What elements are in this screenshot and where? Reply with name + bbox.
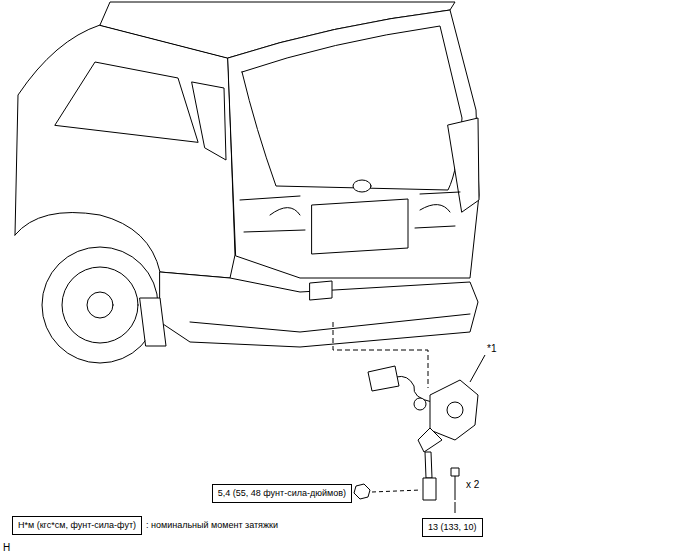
- link-rod: [425, 452, 432, 478]
- vehicle-body: [15, 2, 479, 363]
- box-text: 5,4 (55, 48 фунт-сила-дюймов): [218, 488, 346, 499]
- mud-flap: [140, 298, 166, 346]
- callout-leader: [470, 355, 485, 382]
- nut: [354, 484, 370, 499]
- tail-light: [448, 118, 479, 212]
- bolt-head: [451, 468, 459, 476]
- cutaway-frame: [240, 192, 460, 232]
- bumper-line: [190, 314, 470, 332]
- torque-box: 5,4 (55, 48 фунт-сила-дюймов): [212, 484, 352, 503]
- tow-hitch: [310, 281, 332, 300]
- legend-text: : номинальный момент затяжки: [146, 519, 278, 531]
- side-window: [55, 62, 198, 142]
- callout-number: *1: [487, 343, 496, 355]
- quantity-label: x 2: [466, 479, 479, 491]
- emblem: [353, 180, 371, 192]
- height-sensor: [354, 366, 478, 500]
- bolt-leader: [455, 502, 456, 513]
- sensor-wire: [396, 376, 432, 402]
- figure-code: H: [3, 542, 10, 554]
- sensor-shaft: [447, 402, 463, 418]
- sensor-arm: [418, 428, 442, 452]
- bolt-shaft: [455, 476, 456, 500]
- nut-leader: [372, 490, 421, 492]
- license-plate-recess: [312, 199, 408, 254]
- wheel-rim: [62, 267, 138, 343]
- sensor-body: [430, 380, 478, 440]
- sensor-connector: [368, 366, 399, 391]
- quarter-window: [192, 82, 226, 160]
- tailgate: [228, 10, 479, 278]
- box-text: Н*м (кгс*см, фунт-сила-фут): [18, 520, 136, 531]
- legend-torque-box: Н*м (кгс*см, фунт-сила-фут): [12, 516, 142, 535]
- wheel-hub: [87, 292, 113, 318]
- rear-glass: [242, 26, 462, 190]
- wire-clip: [414, 398, 426, 410]
- torque-box: 13 (133, 10): [422, 518, 483, 537]
- box-text: 13 (133, 10): [428, 522, 477, 533]
- side-panel: [15, 25, 235, 278]
- link-end: [423, 478, 436, 500]
- bumper: [160, 272, 478, 347]
